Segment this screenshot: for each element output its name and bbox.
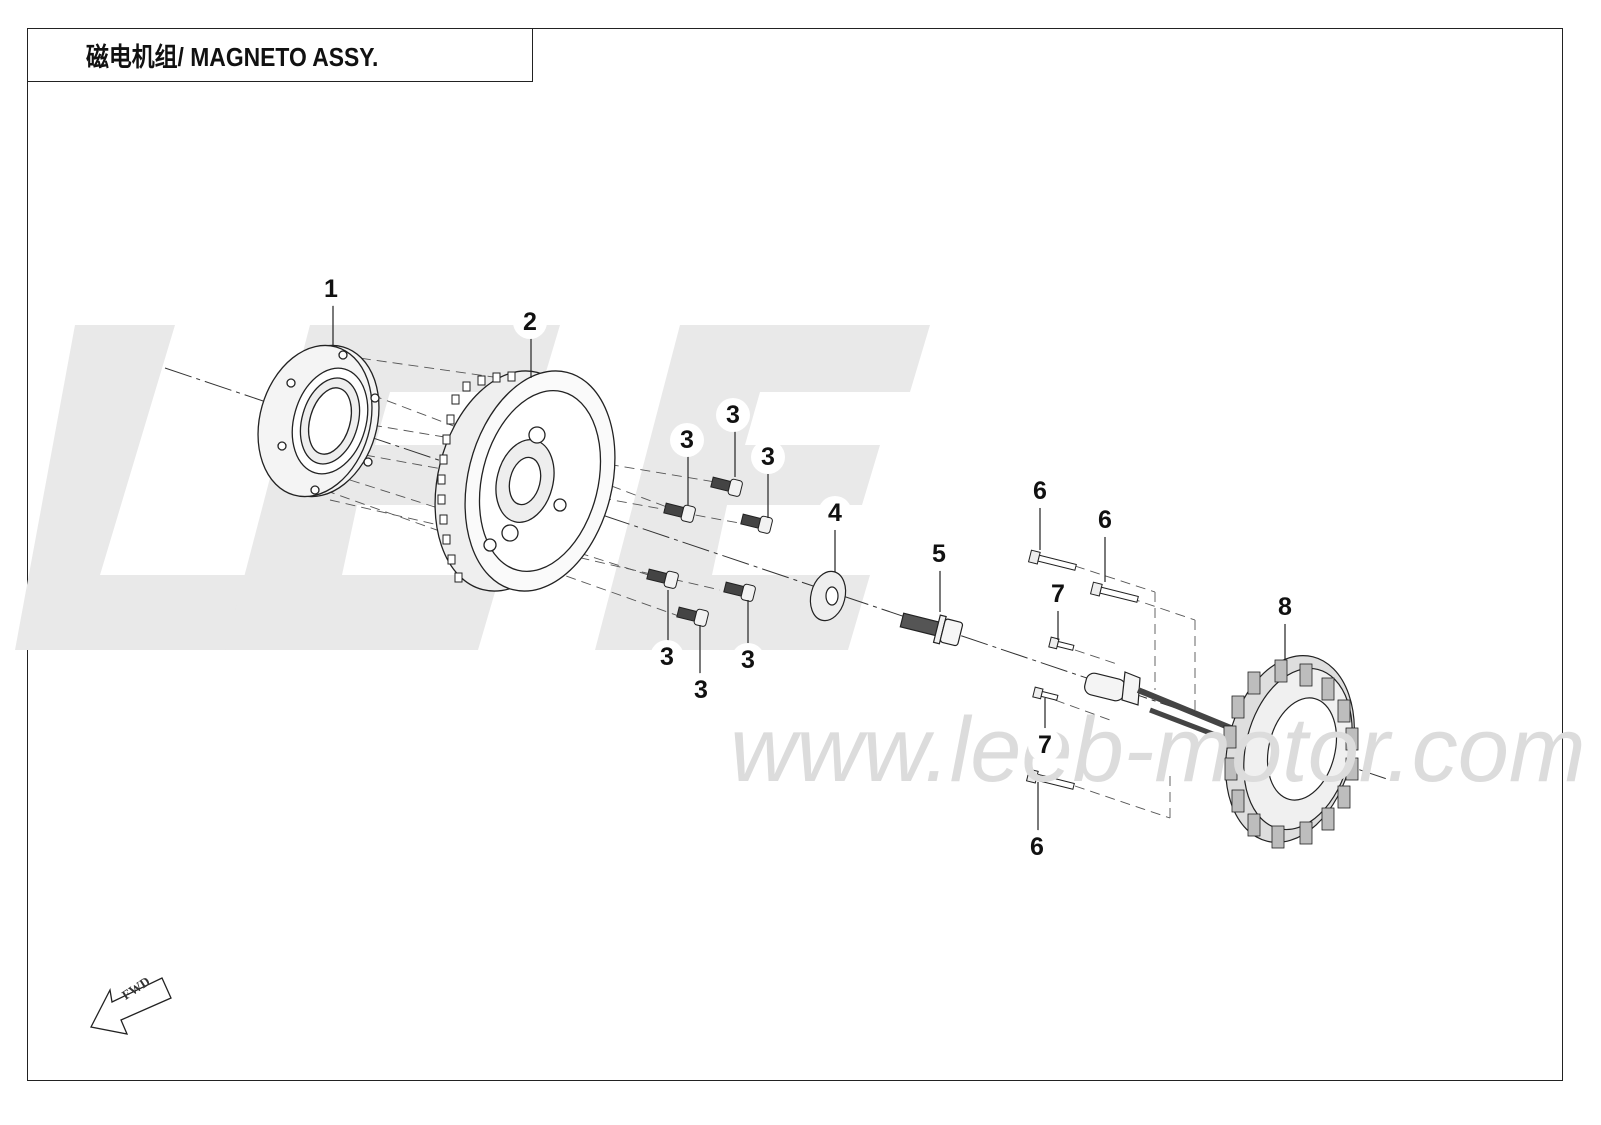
part-8-stator [1223, 655, 1359, 849]
callout-2[interactable]: 2 [513, 305, 547, 339]
part-5-flange-bolt [899, 612, 964, 647]
callout-5[interactable]: 5 [922, 537, 956, 571]
callout-6[interactable]: 6 [1023, 474, 1057, 508]
callout-1[interactable]: 1 [314, 272, 348, 306]
callout-3[interactable]: 3 [684, 673, 718, 707]
callout-6[interactable]: 6 [1020, 830, 1054, 864]
callout-3[interactable]: 3 [670, 423, 704, 457]
part-1-one-way-clutch [257, 344, 380, 498]
drawing-frame [27, 28, 1563, 1081]
callout-3[interactable]: 3 [731, 643, 765, 677]
watermark-url: www.leeb-motor.com [730, 699, 1586, 801]
part-2-flywheel [434, 370, 616, 592]
callout-7[interactable]: 7 [1041, 577, 1075, 611]
callout-4[interactable]: 4 [818, 496, 852, 530]
callout-6[interactable]: 6 [1088, 503, 1122, 537]
part-7-screws [1032, 636, 1075, 701]
callout-3[interactable]: 3 [716, 398, 750, 432]
callout-3[interactable]: 3 [650, 640, 684, 674]
callout-8[interactable]: 8 [1268, 590, 1302, 624]
part-6-bolts [1025, 549, 1139, 790]
callout-7[interactable]: 7 [1028, 728, 1062, 762]
page-title: 磁电机组/ MAGNETO ASSY. [86, 41, 379, 72]
callout-3[interactable]: 3 [751, 440, 785, 474]
leader-lines [332, 302, 1286, 832]
part-4-washer [809, 570, 847, 622]
watermark-logo [15, 325, 930, 650]
fwd-arrow-icon [90, 977, 172, 1035]
part-3-bolts [646, 476, 773, 627]
title-box: 磁电机组/ MAGNETO ASSY. [27, 28, 533, 82]
